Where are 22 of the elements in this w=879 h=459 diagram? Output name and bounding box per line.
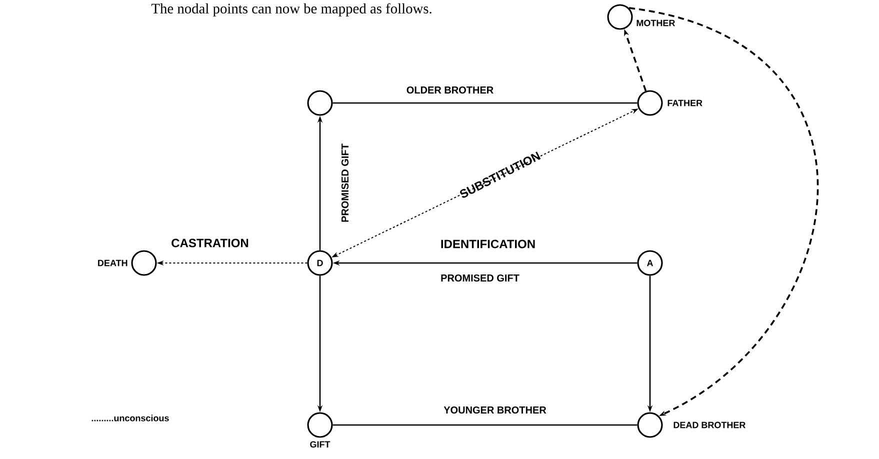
node-circle (307, 90, 333, 116)
label-text: PROMISED GIFT (441, 274, 520, 282)
node-label: DEATH (98, 260, 128, 266)
node-label: MOTHER (636, 20, 676, 26)
node-label: DEAD BROTHER (674, 422, 746, 428)
node-circle (131, 250, 157, 276)
connector-line (332, 424, 638, 426)
edge-label: YOUNGER BROTHER (444, 406, 546, 414)
arrow (628, 7, 819, 416)
heading-text: The nodal points can now be mapped as follows. (151, 3, 432, 16)
edge-label: IDENTIFICATION (441, 240, 535, 248)
label-text: .........unconscious (92, 414, 169, 422)
edge-label: OLDER BROTHER (406, 86, 494, 94)
node-circle (637, 412, 663, 438)
node-circle (607, 4, 633, 30)
node-label: GIFT (310, 441, 330, 448)
connector-line (332, 102, 638, 104)
node-circle (637, 90, 663, 116)
edge-label: PROMISED GIFT (341, 144, 349, 222)
node-label: FATHER (668, 100, 702, 106)
edge-label: CASTRATION (172, 238, 248, 248)
node-circle (307, 412, 333, 438)
